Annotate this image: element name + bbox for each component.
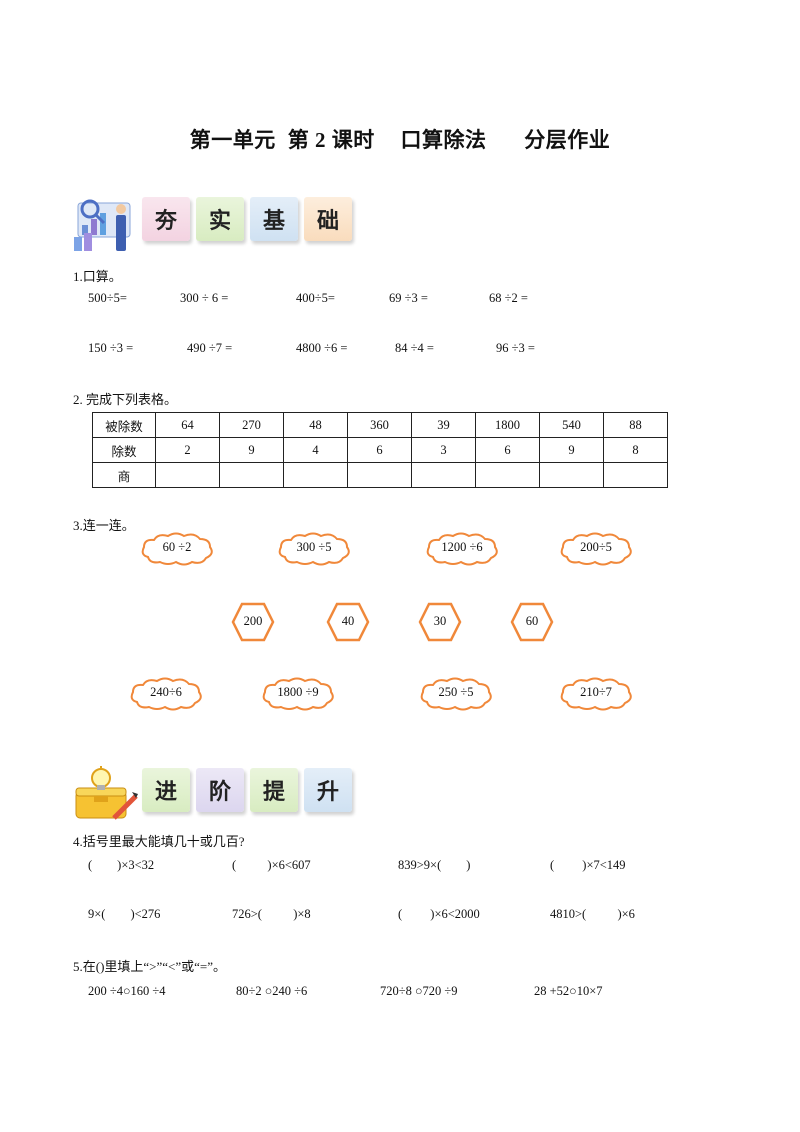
- q5-label: 5.在()里填上“>”“<”或“=”。: [73, 959, 227, 974]
- q1-item: 150 ÷3 =: [88, 341, 134, 355]
- answer-cell[interactable]: [411, 462, 476, 488]
- toolbox-lightbulb-icon: [70, 766, 140, 826]
- q1-item: 300 ÷ 6 =: [180, 291, 229, 305]
- title-topic: 口算除法: [400, 128, 487, 152]
- hexagon-label: 60: [525, 614, 539, 628]
- q4-item[interactable]: 839>9×( ): [398, 858, 471, 872]
- q1-item: 500÷5=: [88, 291, 127, 305]
- table-cell: 9: [219, 437, 284, 463]
- cloud-label: 210÷7: [580, 685, 612, 699]
- q5-item[interactable]: 200 ÷4○160 ÷4: [88, 984, 166, 998]
- answer-cell[interactable]: [539, 462, 604, 488]
- q1-item: 490 ÷7 =: [187, 341, 233, 355]
- table-cell: 8: [603, 437, 668, 463]
- q1-item: 68 ÷2 =: [489, 291, 528, 305]
- table-cell: 9: [539, 437, 604, 463]
- table-cell: 4: [283, 437, 348, 463]
- answer-cell[interactable]: [155, 462, 220, 488]
- table-cell: 540: [539, 412, 604, 438]
- q1-label: 1.口算。: [73, 269, 122, 284]
- table-cell: 270: [219, 412, 284, 438]
- table-row: 除数 2 9 4 6 3 6 9 8: [92, 437, 668, 463]
- table-cell: 1800: [475, 412, 540, 438]
- table-cell: 商: [92, 462, 156, 488]
- answer-cell[interactable]: [475, 462, 540, 488]
- page-title: 第一单元第 2 课时 口算除法 分层作业: [0, 124, 800, 154]
- q5-item[interactable]: 80÷2 ○240 ÷6: [236, 984, 308, 998]
- q1-item: 96 ÷3 =: [496, 341, 535, 355]
- division-table: 被除数 64 270 48 360 39 1800 540 88 除数 2 9 …: [92, 412, 668, 488]
- banner-char-1: 进: [142, 768, 190, 812]
- table-cell: 6: [347, 437, 412, 463]
- cloud-top-3[interactable]: 1200 ÷6: [423, 531, 501, 567]
- table-cell: 除数: [92, 437, 156, 463]
- banner-char-3: 基: [250, 197, 298, 241]
- q4-item[interactable]: ( )×6<607: [232, 858, 311, 872]
- hexagon-1[interactable]: 200: [231, 602, 275, 642]
- cloud-label: 300 ÷5: [296, 540, 332, 554]
- hexagon-label: 30: [433, 614, 447, 628]
- cloud-bottom-4[interactable]: 210÷7: [557, 676, 635, 712]
- q4-item[interactable]: ( )×3<32: [88, 858, 155, 872]
- hexagon-2[interactable]: 40: [326, 602, 370, 642]
- title-unit: 第一单元: [189, 128, 276, 152]
- table-row: 被除数 64 270 48 360 39 1800 540 88: [92, 412, 668, 438]
- title-homework: 分层作业: [524, 128, 611, 152]
- q1-item: 4800 ÷6 =: [296, 341, 348, 355]
- banner-char-2: 实: [196, 197, 244, 241]
- banner-char-2: 阶: [196, 768, 244, 812]
- answer-cell[interactable]: [283, 462, 348, 488]
- cloud-label: 240÷6: [150, 685, 182, 699]
- banner-char-1: 夯: [142, 197, 190, 241]
- q4-item[interactable]: ( )×6<2000: [398, 907, 480, 921]
- q1-item: 69 ÷3 =: [389, 291, 428, 305]
- cloud-bottom-2[interactable]: 1800 ÷9: [259, 676, 337, 712]
- answer-cell[interactable]: [347, 462, 412, 488]
- answer-cell[interactable]: [603, 462, 668, 488]
- table-cell: 88: [603, 412, 668, 438]
- q1-item: 84 ÷4 =: [395, 341, 434, 355]
- cloud-label: 60 ÷2: [162, 540, 192, 554]
- section-banner-advanced: 进 阶 提 升: [70, 766, 370, 826]
- cloud-label: 250 ÷5: [438, 685, 474, 699]
- cloud-label: 1800 ÷9: [277, 685, 319, 699]
- q2-label: 2. 完成下列表格。: [73, 392, 178, 407]
- q5-item[interactable]: 720÷8 ○720 ÷9: [380, 984, 458, 998]
- table-cell: 被除数: [92, 412, 156, 438]
- cloud-label: 200÷5: [580, 540, 612, 554]
- table-cell: 360: [347, 412, 412, 438]
- table-row: 商: [92, 462, 668, 488]
- q4-item[interactable]: 726>( )×8: [232, 907, 311, 921]
- table-cell: 2: [155, 437, 220, 463]
- q4-label: 4.括号里最大能填几十或几百?: [73, 834, 245, 849]
- hexagon-3[interactable]: 30: [418, 602, 462, 642]
- data-analysis-icon: [70, 195, 140, 255]
- table-cell: 3: [411, 437, 476, 463]
- q4-item[interactable]: 4810>( )×6: [550, 907, 635, 921]
- cloud-top-2[interactable]: 300 ÷5: [275, 531, 353, 567]
- hexagon-label: 40: [341, 614, 355, 628]
- q3-label: 3.连一连。: [73, 518, 135, 533]
- q4-item[interactable]: 9×( )<276: [88, 907, 161, 921]
- table-cell: 6: [475, 437, 540, 463]
- q5-item[interactable]: 28 +52○10×7: [534, 984, 603, 998]
- title-lesson: 第 2 课时: [287, 128, 375, 152]
- hexagon-4[interactable]: 60: [510, 602, 554, 642]
- cloud-top-1[interactable]: 60 ÷2: [138, 531, 216, 567]
- banner-char-4: 升: [304, 768, 352, 812]
- table-cell: 39: [411, 412, 476, 438]
- cloud-bottom-3[interactable]: 250 ÷5: [417, 676, 495, 712]
- cloud-label: 1200 ÷6: [441, 540, 483, 554]
- banner-char-4: 础: [304, 197, 352, 241]
- answer-cell[interactable]: [219, 462, 284, 488]
- table-cell: 48: [283, 412, 348, 438]
- banner-char-3: 提: [250, 768, 298, 812]
- cloud-top-4[interactable]: 200÷5: [557, 531, 635, 567]
- table-cell: 64: [155, 412, 220, 438]
- hexagon-label: 200: [243, 614, 263, 628]
- q4-item[interactable]: ( )×7<149: [550, 858, 626, 872]
- section-banner-basic: 夯 实 基 础: [70, 195, 370, 255]
- q1-item: 400÷5=: [296, 291, 335, 305]
- cloud-bottom-1[interactable]: 240÷6: [127, 676, 205, 712]
